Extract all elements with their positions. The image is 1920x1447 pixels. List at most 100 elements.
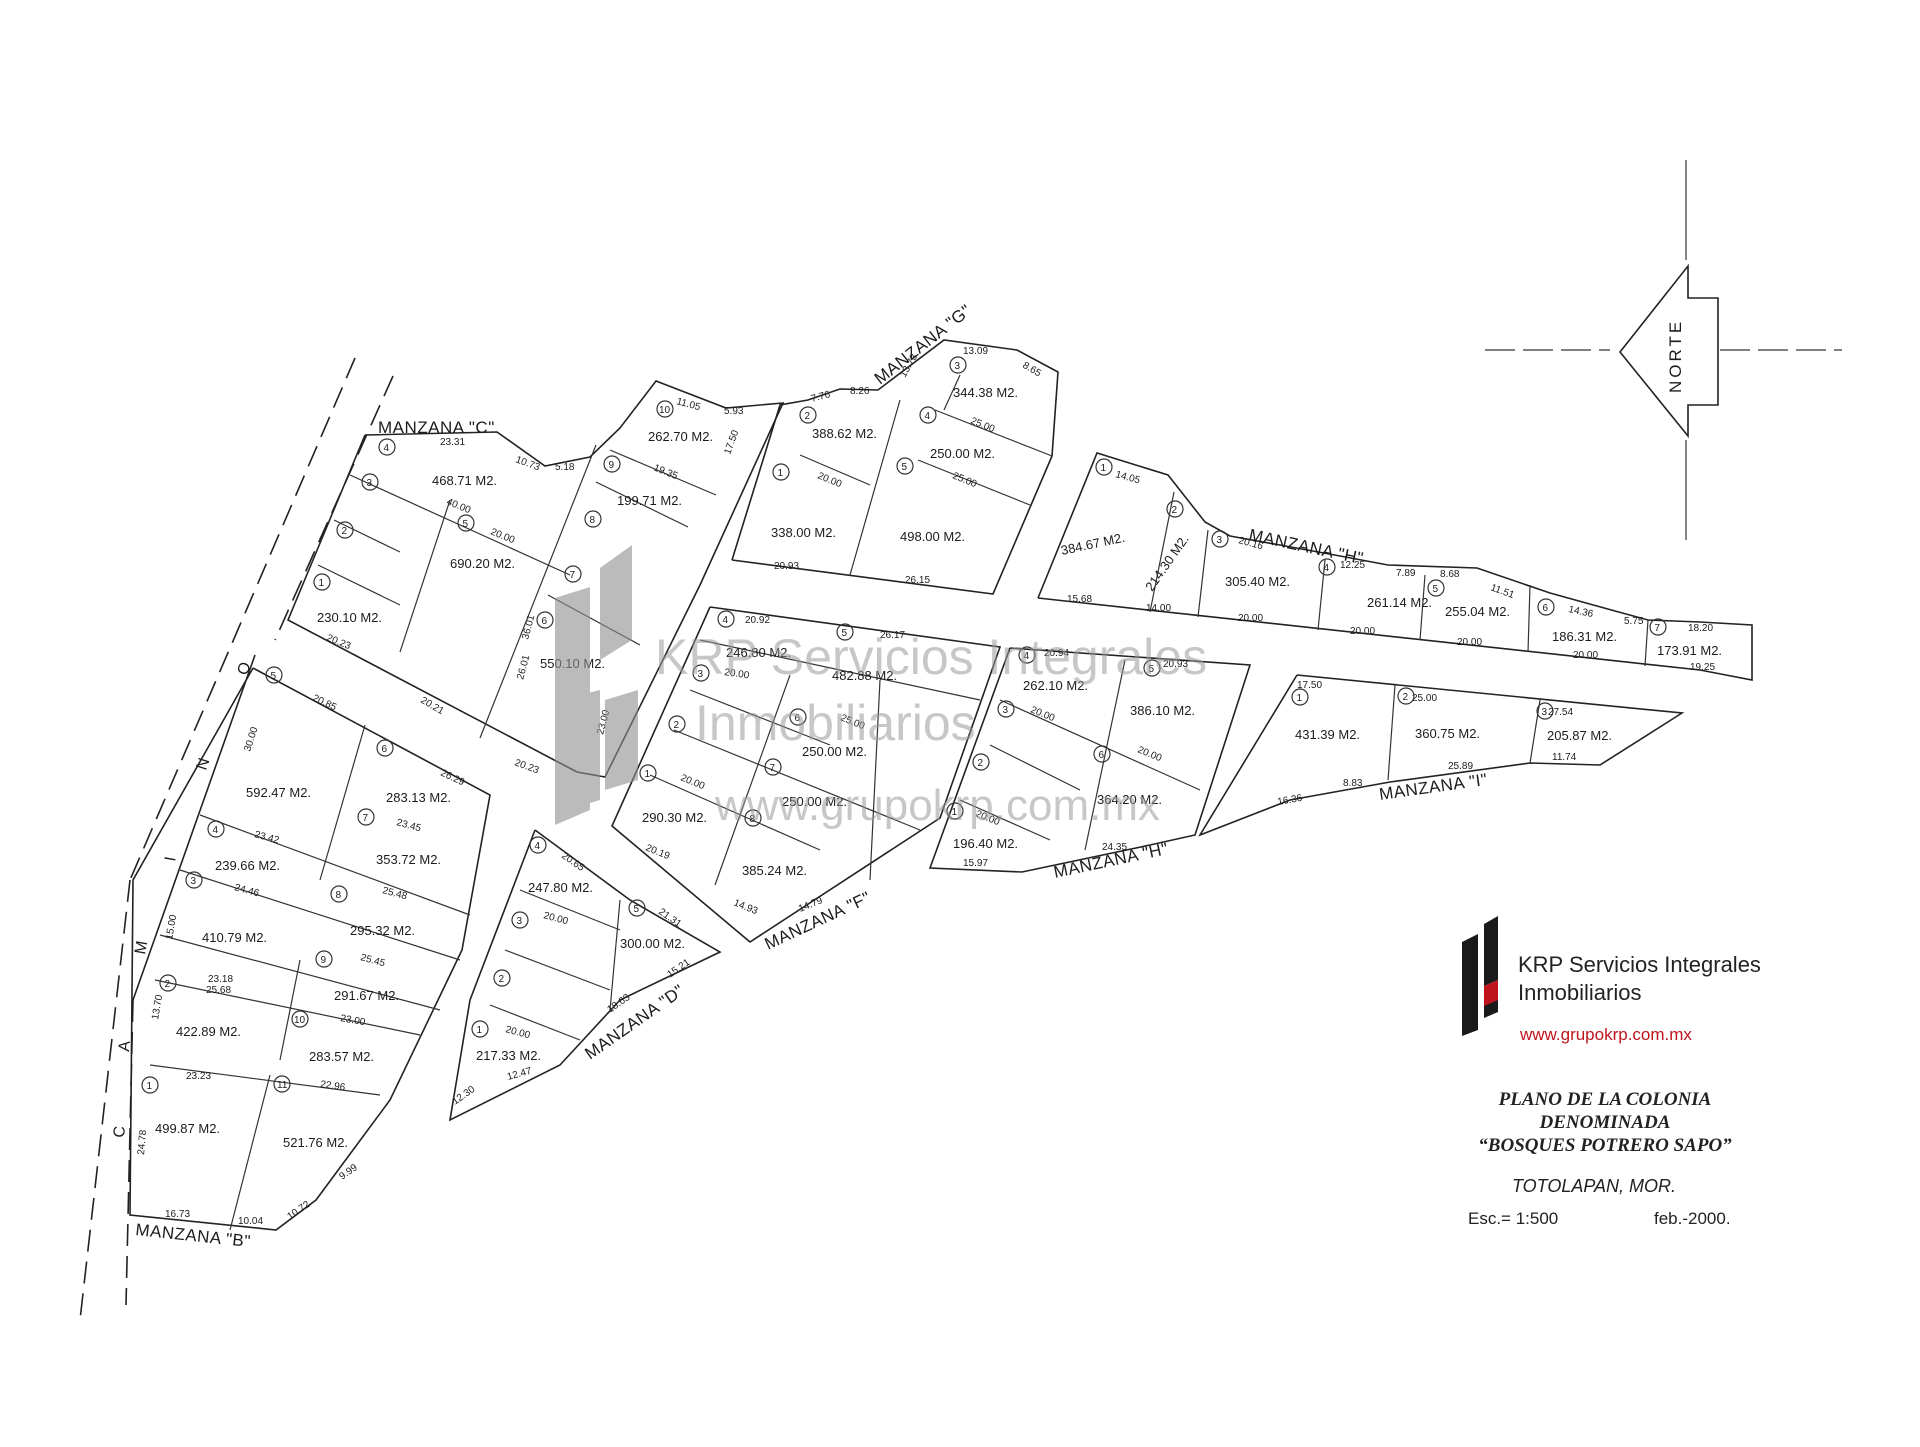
dimension-label: 11.74: [1552, 752, 1577, 763]
svg-text:4: 4: [925, 411, 931, 422]
lot-number-marker: 4: [919, 406, 937, 424]
dimension-label: 25.89: [1448, 761, 1473, 772]
watermark-url: www.grupokrp.com.mx: [714, 781, 1160, 830]
lot-number-marker: 3: [997, 700, 1015, 718]
dimension-label: 30.00: [242, 725, 260, 753]
svg-text:5: 5: [463, 519, 469, 530]
manzana-label-b: MANZANA "B": [135, 1220, 252, 1251]
dimension-label: 26.01: [515, 653, 532, 680]
svg-text:3: 3: [955, 361, 961, 372]
lot-number-marker: 4: [529, 836, 547, 854]
lot-area: 262.10 M2.: [1023, 678, 1088, 693]
dimension-label: 8.26: [850, 386, 870, 397]
svg-text:3: 3: [191, 876, 197, 887]
lot-number-marker: 4: [378, 438, 396, 456]
dimension-label: 17.50: [722, 428, 741, 456]
lot-area: 344.38 M2.: [953, 385, 1018, 400]
title-line-3: “BOSQUES POTRERO SAPO”: [1478, 1135, 1732, 1156]
svg-text:1: 1: [952, 807, 958, 818]
dimension-label: 5.18: [555, 462, 575, 473]
lot-number-marker: 5: [457, 514, 475, 532]
lot-number-marker: 6: [789, 708, 807, 726]
dimension-label: 40.00: [445, 497, 473, 517]
manzana-label-c: MANZANA "C": [378, 418, 495, 437]
dimension-label: 10.04: [238, 1216, 263, 1227]
dimension-label: 13.09: [963, 346, 988, 357]
svg-text:1: 1: [1297, 693, 1303, 704]
svg-text:6: 6: [795, 713, 801, 724]
lot-number-marker: 2: [159, 974, 177, 992]
svg-text:2: 2: [165, 979, 171, 990]
dimension-label: 10.72: [285, 1199, 312, 1223]
svg-text:7: 7: [1655, 623, 1661, 634]
svg-text:1: 1: [1101, 463, 1107, 474]
dimension-label: 14.00: [1146, 603, 1171, 614]
dimension-label: 18.20: [1688, 623, 1713, 634]
lot-number-marker: 2: [668, 715, 686, 733]
lot-number-marker: 1: [639, 764, 657, 782]
dimension-label: 20.00: [542, 910, 569, 927]
svg-text:9: 9: [321, 955, 327, 966]
dimension-label: 25.45: [359, 952, 386, 969]
lot-area: 410.79 M2.: [202, 930, 267, 945]
watermark-company-line2: Inmobiliarios: [695, 695, 976, 751]
lot-area: 388.62 M2.: [812, 426, 877, 441]
dimension-label: 23.42: [253, 829, 280, 846]
dimension-label: 24.35: [1102, 842, 1127, 853]
dimension-label: 23.00: [339, 1013, 366, 1028]
dimension-label: 20.00: [1136, 745, 1164, 765]
lot-area: 255.04 M2.: [1445, 604, 1510, 619]
lot-number-marker: 10: [656, 400, 674, 418]
dimension-label: 12.25: [1340, 560, 1365, 571]
lot-area: 214.30 M2.: [1142, 532, 1192, 594]
svg-text:5: 5: [902, 462, 908, 473]
svg-text:5: 5: [634, 904, 640, 915]
lot-area: 291.67 M2.: [334, 988, 399, 1003]
dimension-label: 5.93: [724, 406, 744, 417]
svg-text:8: 8: [336, 890, 342, 901]
lot-number-marker: 4: [1018, 646, 1036, 664]
camino-letter: C: [111, 1125, 129, 1138]
svg-text:1: 1: [319, 578, 325, 589]
lot-number-marker: 2: [799, 406, 817, 424]
dimension-label: 9.99: [337, 1162, 360, 1182]
lot-number-marker: 2: [1166, 500, 1184, 518]
brand-logo-icon: [1462, 916, 1498, 1036]
dimension-label: 24.46: [233, 882, 260, 899]
svg-text:7: 7: [770, 763, 776, 774]
svg-text:6: 6: [542, 616, 548, 627]
watermark: KRP Servicios Integrales Inmobiliarios w…: [555, 545, 1207, 830]
lot-area: 498.00 M2.: [900, 529, 965, 544]
svg-text:4: 4: [1324, 563, 1330, 574]
lot-area: 468.71 M2.: [432, 473, 497, 488]
svg-text:3: 3: [1542, 707, 1548, 718]
dimension-label: 16.73: [165, 1209, 190, 1220]
dimension-label: 23.18: [208, 974, 233, 985]
dimension-label: 20.23: [513, 757, 541, 776]
dimension-label: 11.51: [1489, 582, 1516, 601]
lot-number-marker: 7: [764, 758, 782, 776]
lot-number-marker: 3: [949, 356, 967, 374]
lot-number-marker: 1: [1291, 688, 1309, 706]
svg-text:1: 1: [645, 769, 651, 780]
camino-letter: M: [132, 940, 151, 956]
lot-number-marker: 2: [1397, 687, 1415, 705]
lot-number-marker: 2: [336, 521, 354, 539]
dimension-label: 19.25: [1690, 662, 1715, 673]
camino-letter: A: [116, 1040, 134, 1052]
lot-area: 360.75 M2.: [1415, 726, 1480, 741]
lot-number-marker: 3: [361, 473, 379, 491]
dimension-label: 20.00: [1238, 613, 1263, 624]
lot-area: 592.47 M2.: [246, 785, 311, 800]
lot-number-marker: 7: [1649, 618, 1667, 636]
lot-area: 422.89 M2.: [176, 1024, 241, 1039]
dimension-label: 17.50: [1297, 680, 1322, 691]
lot-number-marker: 3: [692, 664, 710, 682]
lot-area: 499.87 M2.: [155, 1121, 220, 1136]
svg-text:4: 4: [535, 841, 541, 852]
lot-area: 290.30 M2.: [642, 810, 707, 825]
dimension-label: 20.00: [504, 1024, 531, 1041]
dimension-label: 7.89: [1396, 568, 1416, 579]
